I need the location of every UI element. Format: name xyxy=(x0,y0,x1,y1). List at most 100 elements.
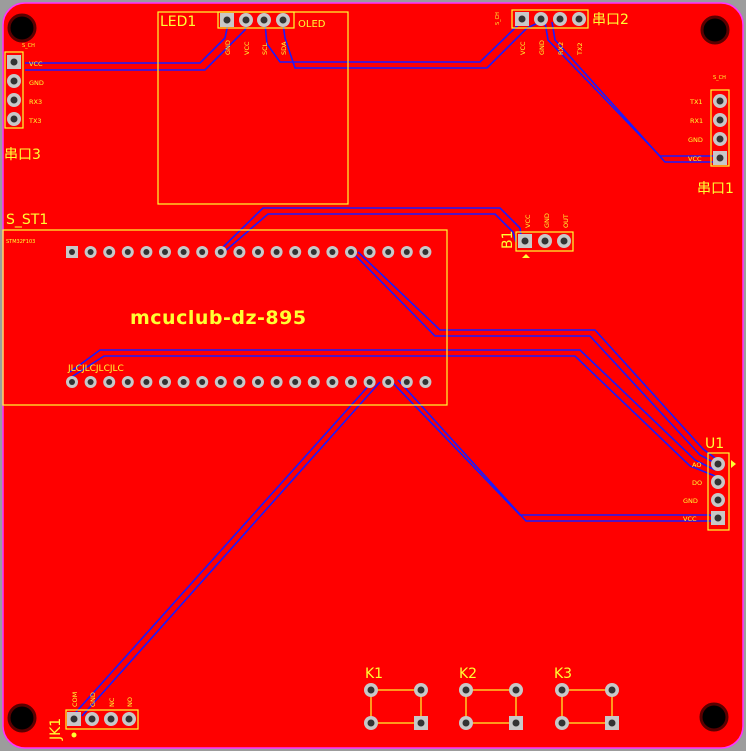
sst1-top-pin-drill xyxy=(69,249,75,255)
sst1-bottom-pin-drill xyxy=(385,379,392,385)
uart3-pin-tx3: TX3 xyxy=(28,117,42,125)
b1-connector: B1 VCC GND OUT xyxy=(500,213,574,258)
sst1-bottom-pin-drill xyxy=(217,379,224,385)
k1-ref: K1 xyxy=(365,666,383,682)
sst1-bottom-pin-drill xyxy=(87,379,94,385)
sst1-bottom-pin-drill xyxy=(292,379,299,385)
sst1-module: S_ST1 STM32F103 mcuclub-dz-895 JLCJLCJLC… xyxy=(2,212,448,406)
uart1-pin-tx1: TX1 xyxy=(689,98,703,106)
uart1-pin-rx1: RX1 xyxy=(690,117,703,125)
sst1-bottom-pin-drill xyxy=(69,379,75,385)
uart2-header: 串口2 S_CH VCC GND RX2 TX2 xyxy=(495,9,629,56)
led1-pins xyxy=(220,13,290,27)
sst1-top-pin-drill xyxy=(348,249,354,255)
k3-ref: K3 xyxy=(554,666,572,682)
b1-ref: B1 xyxy=(500,230,516,249)
b1-pin-vcc: VCC xyxy=(524,214,532,228)
mounting-hole-tr xyxy=(700,15,730,45)
led1-pin-sda: SDA xyxy=(280,41,288,55)
led1-ref: LED1 xyxy=(160,14,196,30)
led1-pin-vcc: VCC xyxy=(243,41,251,55)
sst1-top-pin-drill xyxy=(87,249,94,255)
u1-pin-gnd: GND xyxy=(683,497,698,505)
uart3-ref: 串口3 xyxy=(4,147,41,163)
jk1-pin-no: NO xyxy=(126,697,134,707)
uart2-pin-rx2: RX2 xyxy=(557,42,565,55)
uart3-header-label: S_CH xyxy=(22,43,35,49)
led1-label: OLED xyxy=(298,19,326,30)
sst1-top-pin-row xyxy=(66,246,432,258)
sst1-bottom-pin-drill xyxy=(329,379,336,385)
sst1-top-pin-drill xyxy=(143,249,150,255)
b1-pin-out: OUT xyxy=(562,214,570,228)
uart3-pin-rx3: RX3 xyxy=(29,98,42,106)
board-title: mcuclub-dz-895 xyxy=(130,307,307,329)
uart1-pin-gnd: GND xyxy=(688,136,703,144)
button-k2: K2 xyxy=(459,666,523,730)
sst1-bottom-pin-drill xyxy=(162,379,168,385)
mounting-hole-br xyxy=(699,702,729,732)
sst1-bottom-pin-drill xyxy=(422,379,429,385)
uart3-header: S_CH 串口3 VCC GND RX3 TX3 xyxy=(4,43,44,163)
sst1-top-pin-drill xyxy=(236,249,243,255)
uart2-pin-gnd: GND xyxy=(538,40,546,55)
uart2-header-label: S_CH xyxy=(495,12,501,25)
sst1-bottom-pin-drill xyxy=(403,379,410,385)
mounting-hole-tl xyxy=(7,13,37,43)
sst1-top-pin-drill xyxy=(106,249,113,255)
sst1-top-pin-drill xyxy=(422,249,429,255)
button-k3: K3 xyxy=(554,666,619,730)
sst1-bottom-pin-drill xyxy=(255,379,261,385)
jk1-pin-gnd: GND xyxy=(89,692,97,707)
jk1-pin-nc: NC xyxy=(108,697,116,707)
jk1-pin-com: COM xyxy=(71,692,79,707)
button-k1: K1 xyxy=(364,666,428,730)
u1-sensor: U1 AO DO GND VCC xyxy=(683,436,736,531)
sst1-sub2-label: JLCJLCJLCJLC xyxy=(67,364,124,374)
sst1-bottom-pin-drill xyxy=(106,379,113,385)
u1-pin-do: DO xyxy=(692,479,702,487)
sst1-bottom-pin-drill xyxy=(348,379,354,385)
sst1-bottom-pin-drill xyxy=(366,379,373,385)
sst1-top-pin-drill xyxy=(199,249,206,255)
b1-pin-gnd: GND xyxy=(543,213,551,228)
sst1-top-pin-drill xyxy=(366,249,373,255)
sst1-top-pin-drill xyxy=(310,249,317,255)
uart3-pin-gnd: GND xyxy=(29,79,44,87)
sst1-bottom-pin-drill xyxy=(236,379,243,385)
sst1-top-pin-drill xyxy=(329,249,336,255)
sst1-bottom-pin-drill xyxy=(143,379,150,385)
sst1-bottom-pin-row xyxy=(66,376,432,388)
sst1-bottom-pin-drill xyxy=(199,379,206,385)
sst1-bottom-pin-drill xyxy=(180,379,187,385)
sst1-top-pin-drill xyxy=(273,249,280,255)
mounting-hole-bl xyxy=(7,703,37,733)
uart2-ref: 串口2 xyxy=(592,12,629,28)
uart1-pin-vcc: VCC xyxy=(688,155,702,163)
led1-module: LED1 OLED GND VCC SCL SDA xyxy=(157,11,349,205)
sst1-top-pin-drill xyxy=(124,249,131,255)
u1-pin-vcc: VCC xyxy=(683,515,697,523)
led1-pin-scl: SCL xyxy=(261,42,269,55)
jk1-ref: JK1 xyxy=(48,718,64,741)
sst1-top-pin-drill xyxy=(162,249,168,255)
sst1-top-pin-drill xyxy=(292,249,299,255)
uart2-pin-vcc: VCC xyxy=(519,41,527,55)
sst1-top-pin-drill xyxy=(217,249,224,255)
u1-ref: U1 xyxy=(705,436,724,452)
jk1-relay: JK1 COM GND NC NO xyxy=(48,692,139,741)
u1-pin-ao: AO xyxy=(692,461,701,469)
sst1-ref: S_ST1 xyxy=(6,212,48,228)
sst1-top-pin-drill xyxy=(255,249,261,255)
k2-ref: K2 xyxy=(459,666,477,682)
sst1-top-pin-drill xyxy=(403,249,410,255)
led1-pin-gnd: GND xyxy=(224,40,232,55)
sst1-bottom-pin-drill xyxy=(273,379,280,385)
sst1-bottom-pin-drill xyxy=(310,379,317,385)
mounting-holes xyxy=(7,13,730,733)
sst1-top-pin-drill xyxy=(385,249,392,255)
sst1-top-pin-drill xyxy=(180,249,187,255)
uart3-pin-vcc: VCC xyxy=(29,60,43,68)
